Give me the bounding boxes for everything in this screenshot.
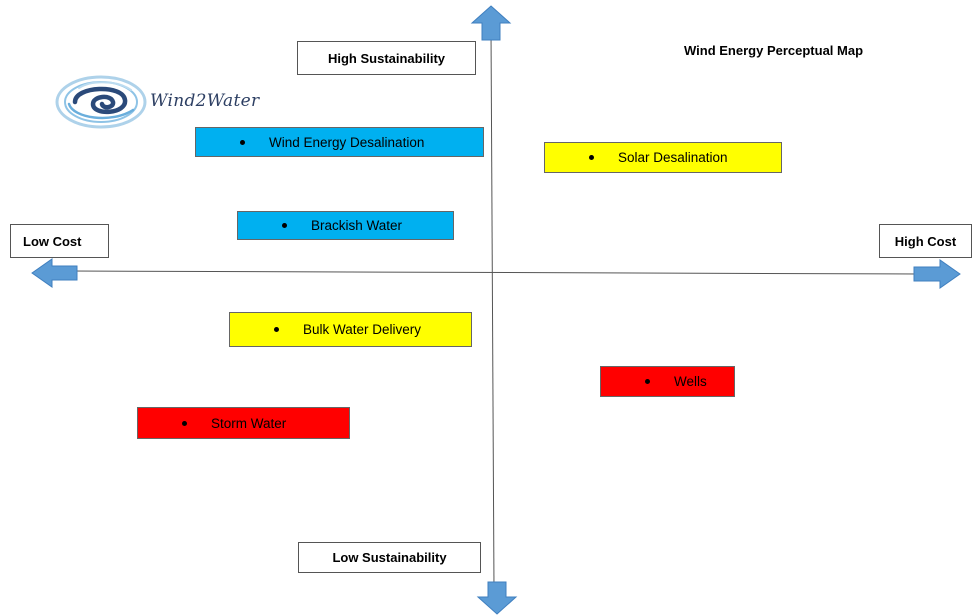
item-label: Solar Desalination: [618, 150, 728, 165]
item-brackish-water: Brackish Water: [237, 211, 454, 240]
item-bulk-water-delivery: Bulk Water Delivery: [229, 312, 472, 347]
axis-label-high-cost: High Cost: [879, 224, 972, 258]
item-wind-energy-desalination: Wind Energy Desalination: [195, 127, 484, 157]
bullet-dot-icon: [240, 139, 245, 145]
axis-label-low-cost: Low Cost: [10, 224, 109, 258]
item-wells: Wells: [600, 366, 735, 397]
arrow-down-icon: [476, 581, 518, 615]
bullet-dot-icon: [182, 420, 187, 426]
item-solar-desalination: Solar Desalination: [544, 142, 782, 173]
swirl-logo-icon: [55, 75, 147, 129]
item-label: Wind Energy Desalination: [269, 134, 425, 150]
bullet-dot-icon: [645, 379, 650, 384]
arrow-right-icon: [913, 259, 961, 289]
bullet-dot-icon: [282, 223, 287, 228]
axis-label-low-sustainability: Low Sustainability: [298, 542, 481, 573]
company-logo: Wind2Water: [55, 74, 285, 130]
arrow-left-icon: [31, 258, 78, 288]
bullet-dot-icon: [274, 327, 279, 332]
vertical-axis-line: [490, 29, 495, 591]
item-label: Bulk Water Delivery: [303, 322, 422, 337]
horizontal-axis-line: [69, 270, 921, 275]
item-storm-water: Storm Water: [137, 407, 350, 439]
map-title: Wind Energy Perceptual Map: [684, 43, 864, 58]
bullet-dot-icon: [589, 155, 594, 160]
axis-label-high-sustainability: High Sustainability: [297, 41, 476, 75]
logo-text: Wind2Water: [150, 91, 260, 111]
item-label: Brackish Water: [311, 218, 403, 233]
item-label: Storm Water: [211, 415, 287, 431]
item-label: Wells: [674, 374, 707, 389]
arrow-up-icon: [470, 5, 512, 41]
